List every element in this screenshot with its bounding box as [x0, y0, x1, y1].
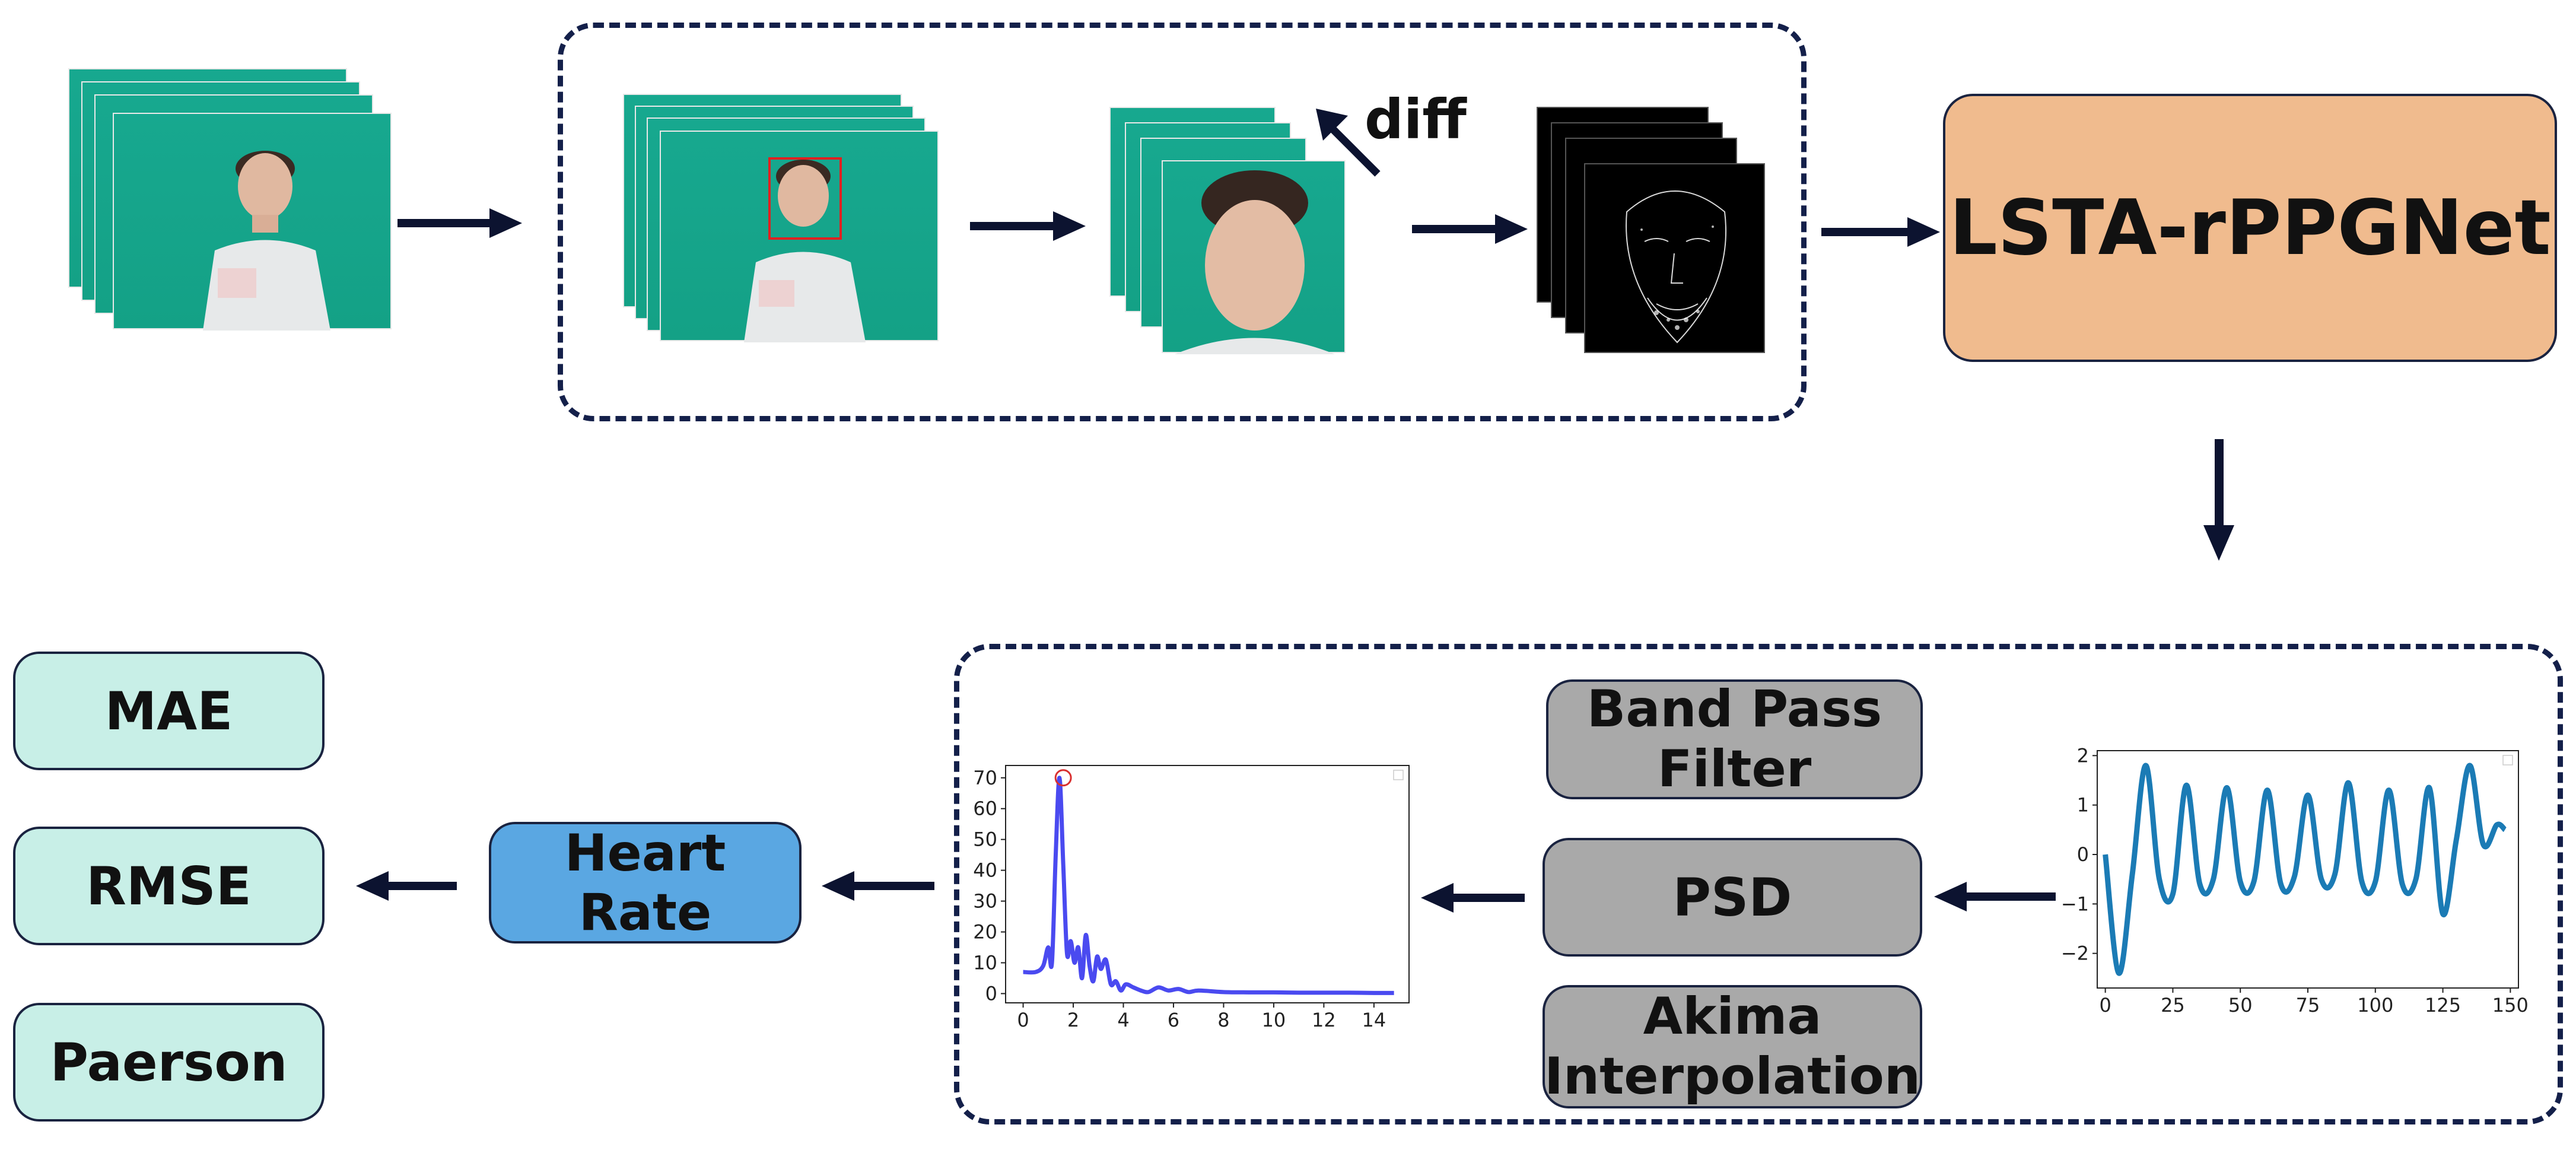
akima-interpolation-box: Akima Interpolation — [1543, 985, 1922, 1108]
y-tick-label: 30 — [973, 890, 997, 913]
x-tick-label: 125 — [2425, 994, 2461, 1016]
x-tick-label: 25 — [2161, 994, 2185, 1016]
psd-spectrum-chart: 0 2 4 6 8 10 12 14 0 10 20 30 40 50 60 70 — [973, 765, 1410, 1031]
input-video-stack — [68, 68, 400, 331]
series-line — [1023, 776, 1394, 995]
y-tick-label: 70 — [973, 767, 997, 789]
x-tick-label: 0 — [1017, 1009, 1029, 1031]
x-tick-label: 6 — [1168, 1009, 1179, 1031]
model-label: LSTA-rPPGNet — [1949, 183, 2551, 272]
face-detection-stack — [623, 94, 943, 343]
y-tick-label: 0 — [2077, 843, 2089, 866]
face-image — [1175, 170, 1335, 354]
arrow-right-4 — [1821, 217, 1940, 247]
face-bounding-box — [768, 157, 842, 240]
psd-box: PSD — [1543, 838, 1922, 957]
x-tick-label: 0 — [2099, 994, 2111, 1016]
arrow-left-1 — [1934, 882, 2056, 911]
diff-arrow — [1316, 109, 1381, 177]
series-line — [2103, 763, 2507, 976]
metric-label: RMSE — [86, 855, 252, 917]
edge-face-image — [1626, 190, 1727, 344]
x-tick-label: 14 — [1362, 1009, 1386, 1031]
y-tick-label: −2 — [2061, 942, 2089, 965]
postprocessing-group — [954, 644, 2563, 1124]
y-tick-label: 2 — [2077, 744, 2089, 767]
arrow-left-3 — [822, 871, 934, 901]
plot-area — [1005, 765, 1410, 1003]
psd-label: PSD — [1672, 866, 1792, 928]
y-tick-label: 0 — [985, 982, 997, 1005]
diff-frame-front — [1584, 163, 1765, 353]
y-tick-label: 1 — [2077, 794, 2089, 817]
metric-pearson: Paerson — [13, 1003, 325, 1122]
y-tick-label: 60 — [973, 798, 997, 820]
arrow-left-4 — [356, 871, 457, 901]
x-tick-label: 100 — [2357, 994, 2393, 1016]
model-box: LSTA-rPPGNet — [1943, 94, 2557, 362]
x-tick-label: 2 — [1067, 1009, 1079, 1031]
arrow-left-2 — [1421, 883, 1525, 913]
peak-marker — [1054, 769, 1072, 787]
video-frame-front — [660, 131, 939, 342]
heart-rate-label: Heart Rate — [564, 823, 726, 942]
band-pass-filter-box: Band Pass Filter — [1546, 679, 1923, 799]
diff-label: diff — [1365, 88, 1467, 151]
x-tick-label: 8 — [1217, 1009, 1229, 1031]
akima-label: Akima Interpolation — [1544, 986, 1921, 1106]
x-tick-label: 12 — [1312, 1009, 1336, 1031]
cropped-face-stack — [1109, 107, 1347, 356]
x-tick-label: 150 — [2492, 994, 2529, 1016]
metric-label: Paerson — [50, 1031, 288, 1093]
x-tick-label: 10 — [1262, 1009, 1286, 1031]
y-tick-label: 20 — [973, 921, 997, 943]
arrow-right-2 — [970, 211, 1086, 241]
y-tick-label: 50 — [973, 828, 997, 851]
preprocessing-group — [558, 23, 1807, 421]
arrow-down — [2203, 439, 2234, 561]
legend-box — [2502, 755, 2513, 765]
x-tick-label: 4 — [1117, 1009, 1129, 1031]
rppg-signal-chart: 0 25 50 75 100 125 150 2 1 0 −1 −2 — [2061, 744, 2529, 1016]
band-pass-label: Band Pass Filter — [1586, 679, 1882, 799]
video-frame-front — [113, 113, 392, 331]
difference-frame-stack — [1537, 107, 1774, 356]
arrow-right-3 — [1412, 214, 1528, 244]
metric-rmse: RMSE — [13, 827, 325, 945]
x-tick-label: 50 — [2228, 994, 2253, 1016]
y-tick-label: 10 — [973, 951, 997, 974]
heart-rate-box: Heart Rate — [489, 822, 802, 943]
metric-mae: MAE — [13, 652, 325, 770]
metric-label: MAE — [104, 680, 233, 742]
y-tick-label: 40 — [973, 859, 997, 882]
face-crop-front — [1162, 160, 1346, 354]
y-tick-label: −1 — [2061, 892, 2089, 915]
arrow-right-1 — [397, 208, 522, 238]
person-face-bbox — [744, 157, 866, 342]
legend-box — [1393, 770, 1404, 780]
x-tick-label: 75 — [2296, 994, 2320, 1016]
person-image — [203, 151, 330, 331]
plot-area — [2097, 750, 2519, 989]
